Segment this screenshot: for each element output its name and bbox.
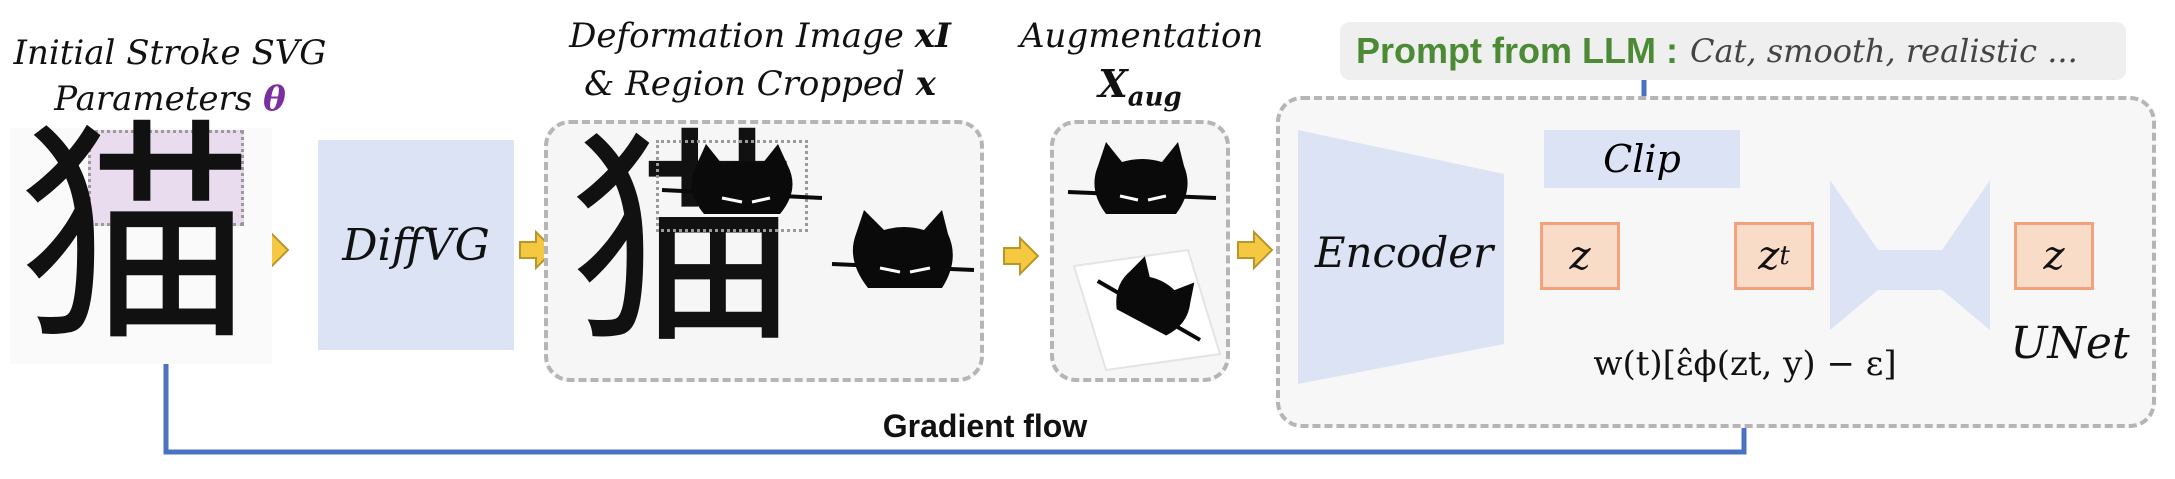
stage-arrow-3 xyxy=(1003,235,1040,277)
deform-title-text1: Deformation Image xyxy=(569,16,904,56)
diffvg-label: DiffVG xyxy=(342,219,490,271)
augment-var-x: X xyxy=(1098,61,1128,106)
stage-arrow-4 xyxy=(1237,229,1274,271)
z-output-box: z xyxy=(2014,222,2094,290)
augment-title-text: Augmentation xyxy=(1020,16,1264,56)
z-latent-box: z xyxy=(1540,222,1620,290)
encoder-label: Encoder xyxy=(1314,228,1494,277)
prompt-label: Prompt from LLM : xyxy=(1356,30,1678,71)
zt-noisy-label: z xyxy=(1758,233,1780,279)
clip-label: Clip xyxy=(1603,137,1681,181)
augment-var: Xaug xyxy=(1020,60,1260,122)
z-latent-label: z xyxy=(1569,233,1591,279)
input-title: Initial Stroke SVG Parameters θ xyxy=(0,30,340,122)
augment-title: Augmentation Xaug xyxy=(1020,12,1264,122)
initial-region-highlight xyxy=(88,130,244,226)
prompt-banner: Prompt from LLM : Cat, smooth, realistic… xyxy=(1340,22,2126,80)
deform-var-xi: xI xyxy=(914,16,951,56)
encoder-block xyxy=(1298,130,1504,384)
input-title-line1: Initial Stroke SVG xyxy=(13,33,327,73)
cat-augmented-1 xyxy=(1067,142,1217,214)
deform-title: Deformation Image xI & Region Cropped x xyxy=(540,12,980,108)
unet-block xyxy=(1830,180,1990,330)
zt-noisy-sub: t xyxy=(1779,241,1790,271)
initial-glyph: 猫 xyxy=(17,99,254,374)
deform-title-text2: & Region Cropped xyxy=(584,64,905,104)
gradient-flow-label: Gradient flow xyxy=(882,408,1088,444)
unet-label: UNet xyxy=(2010,318,2130,369)
augment-var-sub: aug xyxy=(1127,82,1182,113)
theta-symbol: θ xyxy=(263,79,286,119)
diffvg-block: DiffVG xyxy=(318,140,514,350)
deformed-glyph: 猫 xyxy=(568,109,799,376)
clip-block: Clip xyxy=(1544,130,1740,188)
sds-formula: w(t)[ε̂ϕ(zt, y) − ε] xyxy=(1593,344,1897,384)
input-title-text: Parameters xyxy=(54,79,253,119)
z-output-label: z xyxy=(2043,233,2065,279)
cat-augmented-2 xyxy=(1072,248,1222,372)
input-title-line2: Parameters θ xyxy=(0,76,340,122)
prompt-text: Cat, smooth, realistic ... xyxy=(1689,32,2078,70)
cat-head-cropped xyxy=(831,210,975,288)
deform-title-line1: Deformation Image xI xyxy=(540,12,980,60)
deform-title-line2: & Region Cropped x xyxy=(540,60,980,108)
cat-head-deformed xyxy=(661,144,823,214)
region-crop-box xyxy=(656,140,808,232)
deform-var-x: x xyxy=(915,64,936,104)
